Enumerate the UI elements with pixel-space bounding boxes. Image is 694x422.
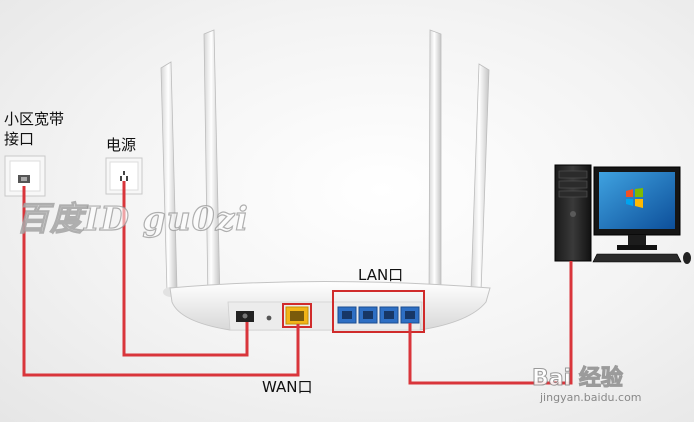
router-icon bbox=[160, 29, 491, 331]
baidu-url-watermark: jingyan.baidu.com bbox=[540, 391, 642, 404]
cables bbox=[22, 181, 573, 385]
author-watermark: 百度ID gu0zi bbox=[15, 198, 249, 238]
lan-to-pc-cable bbox=[408, 261, 573, 385]
desktop-computer-icon bbox=[554, 164, 691, 264]
broadband-label-line2: 接口 bbox=[4, 130, 35, 148]
baidu-jingyan-watermark: Bai 经验 bbox=[532, 366, 624, 392]
power-label: 电源 bbox=[106, 136, 137, 154]
lan-highlight-box bbox=[332, 290, 425, 333]
wan-port-label: WAN口 bbox=[262, 378, 313, 396]
broadband-socket-label: 小区宽带 接口 bbox=[4, 109, 64, 149]
broadband-to-wan-cable bbox=[22, 186, 300, 377]
lan-port-label: LAN口 bbox=[358, 266, 404, 284]
broadband-label-line1: 小区宽带 bbox=[4, 110, 65, 128]
power-cable bbox=[122, 181, 249, 357]
